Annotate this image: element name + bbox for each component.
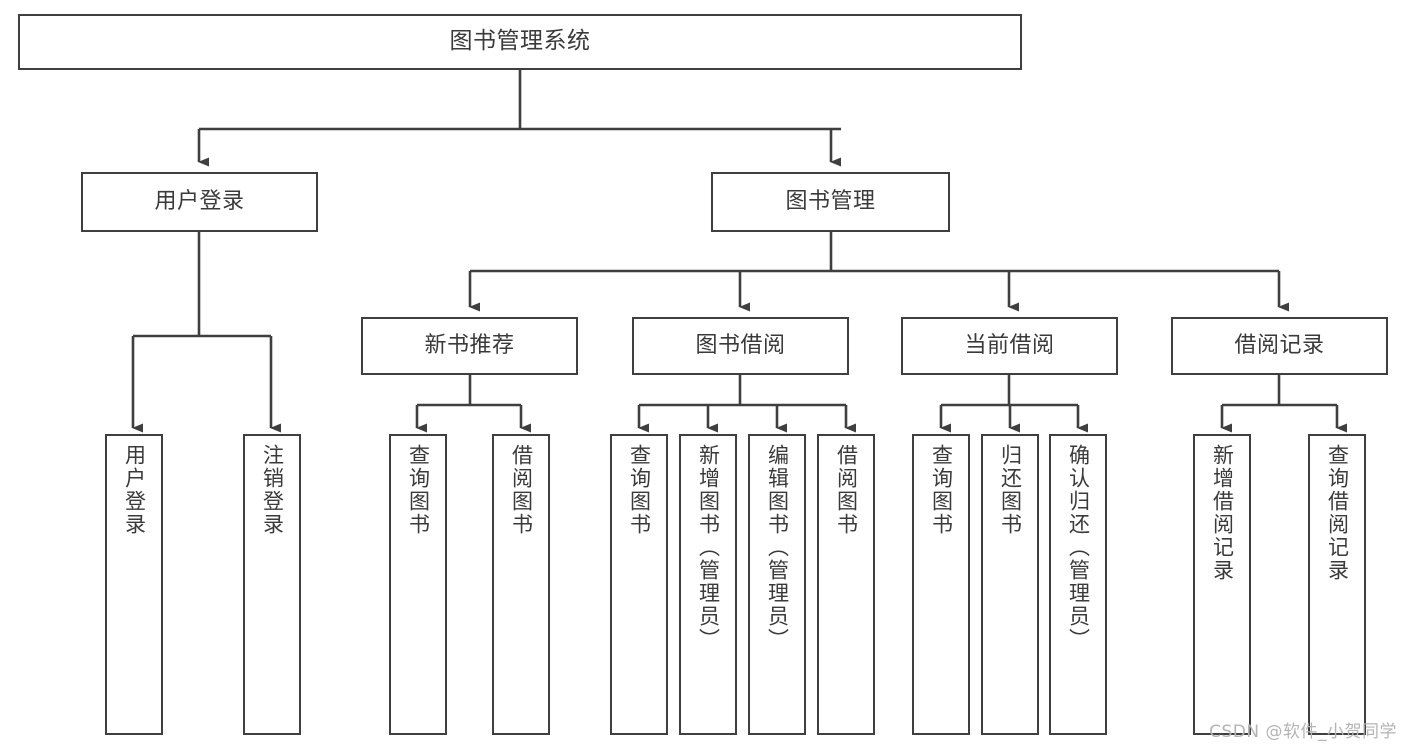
leaf-add-record-label: 新增借阅记录 bbox=[1210, 444, 1235, 582]
leaf-user-login[interactable]: 用户登录 bbox=[105, 434, 163, 735]
leaf-edit-book-label: 编辑图书（管理员） bbox=[765, 444, 790, 651]
leaf-logout-login-label: 注销登录 bbox=[260, 444, 285, 536]
node-book-manage-label: 图书管理 bbox=[785, 189, 876, 215]
leaf-logout-login[interactable]: 注销登录 bbox=[243, 434, 301, 735]
leaf-add-book[interactable]: 新增图书（管理员） bbox=[679, 434, 737, 735]
node-new-book-recommend[interactable]: 新书推荐 bbox=[361, 317, 578, 375]
node-root-system[interactable]: 图书管理系统 bbox=[18, 14, 1022, 70]
leaf-query-record-label: 查询借阅记录 bbox=[1325, 444, 1350, 582]
leaf-borrow-book-2-label: 借阅图书 bbox=[834, 444, 859, 536]
leaf-user-login-label: 用户登录 bbox=[122, 444, 147, 536]
node-user-login-label: 用户登录 bbox=[154, 189, 245, 215]
node-new-book-recommend-label: 新书推荐 bbox=[424, 333, 515, 359]
leaf-query-book-2-label: 查询图书 bbox=[627, 444, 652, 536]
leaf-borrow-book-1[interactable]: 借阅图书 bbox=[492, 434, 550, 735]
node-borrow-record-label: 借阅记录 bbox=[1234, 333, 1325, 359]
leaf-add-book-label: 新增图书（管理员） bbox=[696, 444, 721, 651]
node-user-login[interactable]: 用户登录 bbox=[81, 172, 318, 232]
node-current-borrow[interactable]: 当前借阅 bbox=[901, 317, 1118, 375]
node-book-borrow[interactable]: 图书借阅 bbox=[632, 317, 849, 375]
leaf-confirm-return[interactable]: 确认归还（管理员） bbox=[1049, 434, 1107, 735]
leaf-query-book-1[interactable]: 查询图书 bbox=[389, 434, 447, 735]
node-book-borrow-label: 图书借阅 bbox=[695, 333, 786, 359]
leaf-borrow-book-1-label: 借阅图书 bbox=[509, 444, 534, 536]
leaf-query-book-3[interactable]: 查询图书 bbox=[912, 434, 970, 735]
leaf-query-book-3-label: 查询图书 bbox=[929, 444, 954, 536]
leaf-borrow-book-2[interactable]: 借阅图书 bbox=[817, 434, 875, 735]
node-borrow-record[interactable]: 借阅记录 bbox=[1171, 317, 1388, 375]
leaf-query-book-1-label: 查询图书 bbox=[406, 444, 431, 536]
node-current-borrow-label: 当前借阅 bbox=[964, 333, 1055, 359]
node-book-manage[interactable]: 图书管理 bbox=[711, 172, 950, 232]
leaf-return-book[interactable]: 归还图书 bbox=[981, 434, 1039, 735]
leaf-return-book-label: 归还图书 bbox=[998, 444, 1023, 536]
node-root-system-label: 图书管理系统 bbox=[449, 28, 591, 55]
csdn-watermark: CSDN @软件_小贺同学 bbox=[1209, 722, 1397, 742]
leaf-confirm-return-label: 确认归还（管理员） bbox=[1066, 444, 1091, 651]
leaf-edit-book[interactable]: 编辑图书（管理员） bbox=[748, 434, 806, 735]
leaf-query-record[interactable]: 查询借阅记录 bbox=[1308, 434, 1366, 735]
leaf-add-record[interactable]: 新增借阅记录 bbox=[1193, 434, 1251, 735]
leaf-query-book-2[interactable]: 查询图书 bbox=[610, 434, 668, 735]
